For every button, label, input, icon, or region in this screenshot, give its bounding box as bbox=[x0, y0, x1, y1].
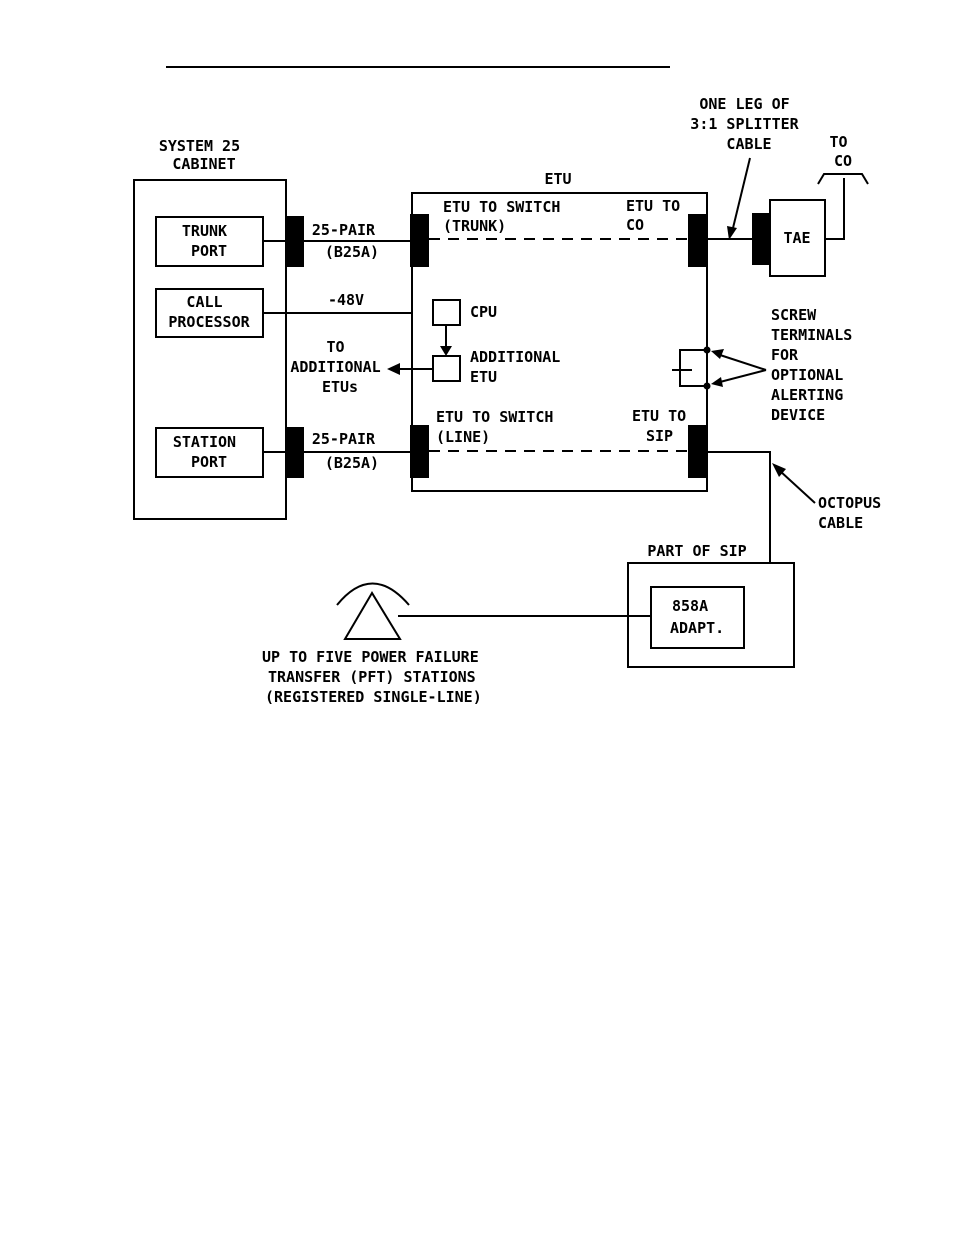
screw-terminals-label: SCREW TERMINALS FOR OPTIONAL ALERTING DE… bbox=[771, 306, 861, 424]
screw-arrow-bottom bbox=[719, 369, 767, 383]
etu-to-switch-trunk-label: ETU TO SWITCH (TRUNK) bbox=[443, 198, 569, 235]
adapter-label: 858A ADAPT. bbox=[670, 597, 724, 637]
screw-arrow-top bbox=[719, 354, 767, 371]
trunk-port-box bbox=[155, 216, 264, 267]
trunk-port-label: TRUNK PORT bbox=[182, 222, 236, 260]
screw-arrowhead-bottom bbox=[711, 377, 723, 387]
cpu-label: CPU bbox=[470, 303, 497, 321]
tae-label: TAE bbox=[783, 229, 810, 247]
station-port-label: STATION PORT bbox=[173, 433, 245, 471]
to-additional-etus-arrowhead bbox=[387, 363, 400, 375]
pft-stations-label: UP TO FIVE POWER FAILURE TRANSFER (PFT) … bbox=[262, 648, 488, 706]
splitter-arrowhead bbox=[727, 226, 737, 240]
pair-top-label: 25-PAIR (B25A) bbox=[312, 221, 384, 261]
cpu-arrowhead bbox=[440, 346, 452, 356]
cpu-box bbox=[432, 299, 461, 326]
adapter-box bbox=[650, 586, 745, 649]
tae-connector bbox=[752, 213, 770, 265]
etu-to-co-label: ETU TO CO bbox=[626, 197, 689, 234]
pair-bottom-label: 25-PAIR (B25A) bbox=[312, 430, 384, 472]
tae-box bbox=[769, 199, 826, 277]
etu-co-connector bbox=[688, 214, 707, 267]
screw-terminal-bottom bbox=[703, 382, 711, 390]
station-port-box bbox=[155, 427, 264, 478]
etu-line-switch-connector bbox=[410, 425, 429, 478]
additional-etu-box bbox=[432, 355, 461, 382]
cabinet-label: SYSTEM 25 CABINET bbox=[159, 137, 249, 173]
pft-station-arc bbox=[336, 582, 410, 606]
to-additional-etus-label: TO ADDITIONAL ETUs bbox=[290, 338, 389, 396]
screw-arrowhead-top bbox=[711, 349, 724, 359]
etu-trunk-switch-connector bbox=[410, 214, 429, 267]
call-processor-label: CALL PROCESSOR bbox=[168, 293, 250, 331]
etu-box bbox=[411, 192, 708, 492]
to-co-label: TO CO bbox=[829, 133, 856, 170]
etu-title: ETU bbox=[544, 170, 571, 188]
tae-to-co-line bbox=[825, 178, 845, 240]
octopus-pointer bbox=[779, 470, 816, 504]
part-of-sip-label: PART OF SIP bbox=[647, 542, 746, 560]
screw-terminal-top bbox=[703, 346, 711, 354]
screw-terminal-bracket bbox=[679, 349, 707, 387]
splitter-pointer bbox=[732, 157, 751, 229]
octopus-cable-label: OCTOPUS CABLE bbox=[818, 494, 890, 532]
additional-etu-label: ADDITIONAL ETU bbox=[470, 348, 569, 386]
co-symbol bbox=[817, 173, 869, 185]
octopus-arrowhead bbox=[772, 463, 786, 477]
etu-sip-connector bbox=[688, 425, 707, 478]
splitter-label: ONE LEG OF 3:1 SPLITTER CABLE bbox=[690, 95, 807, 153]
minus48v-label: -48V bbox=[328, 291, 364, 309]
etu-to-sip-label: ETU TO SIP bbox=[632, 407, 695, 445]
etu-to-switch-line-label: ETU TO SWITCH (LINE) bbox=[436, 408, 562, 446]
pft-station-symbol bbox=[343, 591, 402, 640]
